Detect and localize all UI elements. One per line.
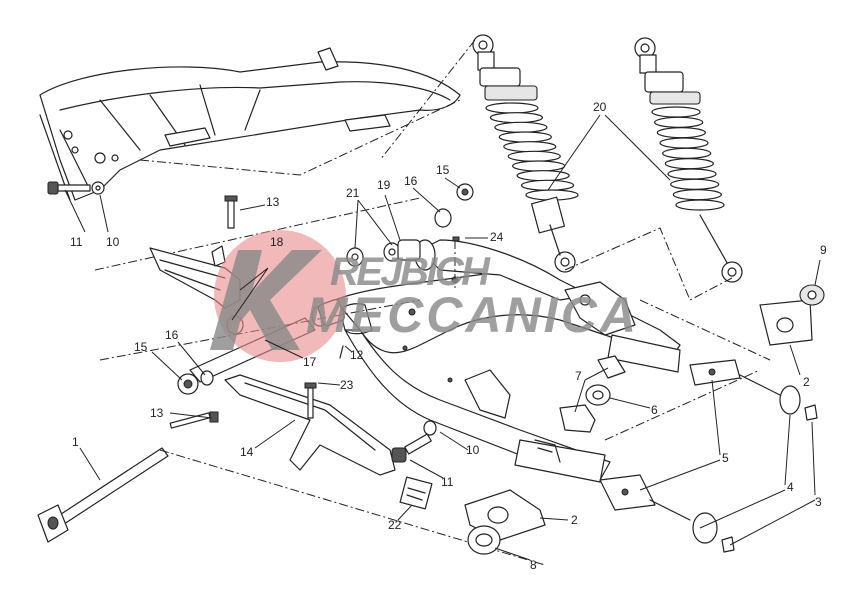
callout-19: 19 bbox=[377, 178, 391, 192]
spring-coil bbox=[494, 121, 548, 133]
callout-10: 10 bbox=[466, 443, 480, 457]
spring-coil bbox=[516, 170, 570, 182]
watermark-k-glyph bbox=[210, 250, 322, 350]
spring-coil bbox=[485, 102, 539, 114]
shock-absorber-left bbox=[472, 34, 579, 273]
rear-frame bbox=[39, 47, 461, 201]
callout-7: 7 bbox=[575, 369, 582, 383]
chain-guard bbox=[169, 374, 396, 476]
callout-9: 9 bbox=[820, 243, 827, 257]
frame-bolt bbox=[47, 181, 105, 195]
spring-coil bbox=[672, 189, 722, 201]
callout-10: 10 bbox=[106, 235, 120, 249]
callout-14: 14 bbox=[240, 445, 254, 459]
spring-coil bbox=[498, 131, 552, 143]
callout-24: 24 bbox=[490, 230, 504, 244]
spring-coil bbox=[654, 116, 704, 128]
callout-15: 15 bbox=[134, 340, 148, 354]
spring-coil bbox=[670, 178, 720, 190]
callout-5: 5 bbox=[722, 451, 729, 465]
swingarm bbox=[334, 239, 681, 483]
spring-coil bbox=[503, 141, 557, 153]
spring-coil bbox=[662, 147, 712, 159]
callout-16: 16 bbox=[404, 174, 418, 188]
callout-11: 11 bbox=[70, 235, 83, 249]
chain-adjusters bbox=[391, 284, 825, 555]
callout-23: 23 bbox=[340, 378, 354, 392]
callout-1: 1 bbox=[72, 435, 79, 449]
callout-12: 12 bbox=[350, 348, 364, 362]
callout-2: 2 bbox=[803, 375, 810, 389]
spring-coil bbox=[664, 158, 714, 170]
callout-3: 3 bbox=[815, 495, 822, 509]
spring-coil bbox=[659, 137, 709, 149]
callout-4: 4 bbox=[787, 480, 794, 494]
spring-coil bbox=[489, 112, 544, 124]
callout-2: 2 bbox=[571, 513, 578, 527]
callout-13: 13 bbox=[150, 406, 164, 420]
callout-6: 6 bbox=[651, 403, 658, 417]
spring-coil bbox=[651, 106, 701, 118]
callout-18: 18 bbox=[270, 235, 284, 249]
callout-22: 22 bbox=[388, 518, 402, 532]
callout-11: 11 bbox=[441, 475, 454, 489]
callout-21: 21 bbox=[346, 186, 360, 200]
spring-coil bbox=[520, 179, 575, 191]
callout-13: 13 bbox=[266, 195, 280, 209]
callout-labels: 1 2 2 3 4 5 6 7 8 9 10 10 11 11 12 13 13… bbox=[70, 100, 827, 572]
callout-20: 20 bbox=[593, 100, 607, 114]
callout-8: 8 bbox=[530, 558, 537, 572]
watermark-brand-line1: REJBICH bbox=[330, 250, 491, 294]
spring-coil bbox=[512, 160, 566, 172]
spring-coil bbox=[675, 199, 725, 211]
leader-lines bbox=[64, 114, 821, 561]
rear-wheel-axle bbox=[37, 447, 169, 543]
shock-absorber-right bbox=[634, 37, 743, 283]
spring-coil bbox=[656, 127, 706, 139]
callout-15: 15 bbox=[436, 163, 450, 177]
spring-coil bbox=[507, 150, 561, 162]
callout-16: 16 bbox=[165, 328, 179, 342]
callout-17: 17 bbox=[303, 355, 317, 369]
watermark-brand-line2: MECCANICA bbox=[306, 287, 636, 343]
watermark-logo: REJBICH MECCANICA bbox=[210, 230, 636, 362]
spring-coil bbox=[667, 168, 717, 180]
